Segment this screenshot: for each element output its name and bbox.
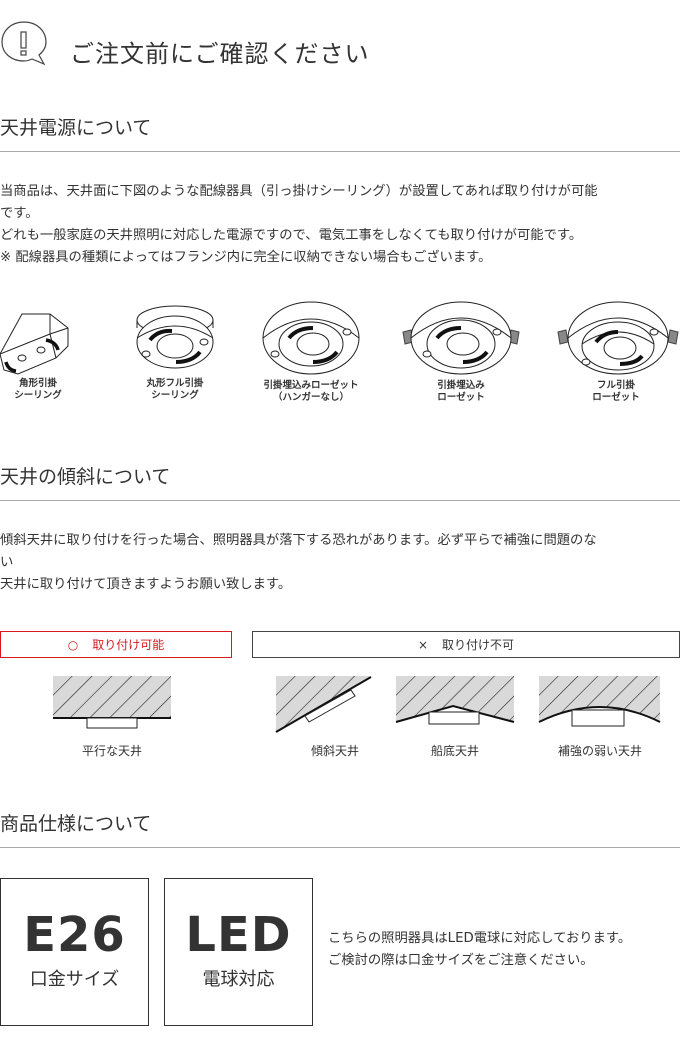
installable-label: 取り付け可能 <box>92 638 165 652</box>
full-hook-rosette-icon <box>557 301 679 375</box>
spec-value: E26 <box>23 907 126 963</box>
embedded-rosette-icon <box>402 301 520 375</box>
fixture-embedded-rosette-no-hanger: 引掛埋込みローゼット （ハンガーなし） <box>251 298 371 404</box>
slope-description: 傾斜天井に取り付けを行った場合、照明器具が落下する恐れがあります。必ず平らで補強… <box>0 530 680 596</box>
installable-badge: ○ 取り付け可能 <box>0 631 232 658</box>
power-description: 当商品は、天井面に下図のような配線器具（引っ掛けシーリング）が設置してあれば取り… <box>0 181 680 269</box>
flat-ceiling-icon <box>53 676 171 729</box>
ceiling-label: 平行な天井 <box>81 744 142 758</box>
fixture-label: 丸形フル引掛 シーリング <box>146 378 204 401</box>
paragraph-line: ※ 配線器具の種類によってはフランジ内に完全に収納できない場合もございます。 <box>0 250 492 265</box>
ceiling-label: 船底天井 <box>430 744 479 758</box>
paragraph-line: 当商品は、天井面に下図のような配線器具（引っ掛けシーリング）が設置してあれば取り… <box>0 184 598 199</box>
section-title-spec: 商品仕様について <box>0 813 152 835</box>
paragraph-line: です。 <box>0 206 39 221</box>
paragraph-line: どれも一般家庭の天井照明に対応した電源ですので、電気工事をしなくても取り付けが可… <box>0 228 583 243</box>
fixture-label: フル引掛 ローゼット <box>592 380 640 403</box>
section-divider <box>0 847 680 848</box>
spec-value: LED <box>185 907 292 963</box>
fixture-round-full-hook: 丸形フル引掛 シーリング <box>115 298 235 402</box>
not-installable-label: 取り付け不可 <box>442 638 515 652</box>
spec-label: 口金サイズ <box>29 969 120 990</box>
fixture-full-hook-rosette: フル引掛 ローゼット <box>556 298 679 404</box>
fixture-label: 引掛埋込みローゼット （ハンガーなし） <box>263 380 359 403</box>
spec-label: 電球対応 <box>202 969 275 990</box>
square-ceiling-hook-icon <box>0 313 69 375</box>
spec-note: こちらの照明器具はLED電球に対応しております。 ご検討の際は口金サイズをご注意… <box>328 928 631 972</box>
peaked-ceiling-icon <box>395 676 515 725</box>
circle-mark-icon: ○ <box>67 637 79 652</box>
weak-curved-ceiling-icon <box>538 676 661 727</box>
section-divider <box>0 500 680 501</box>
cross-mark-icon: × <box>417 637 429 652</box>
spec-box-led: LED 電球対応 <box>164 878 313 1026</box>
page-header: ご注文前にご確認ください <box>0 12 680 70</box>
paragraph-line: こちらの照明器具はLED電球に対応しております。 <box>328 931 632 946</box>
page-title: ご注文前にご確認ください <box>70 40 370 68</box>
fixture-label: 角形引掛 シーリング <box>14 378 62 401</box>
speech-bubble-exclamation-icon <box>1 21 47 66</box>
fixture-label: 引掛埋込み ローゼット <box>437 380 485 403</box>
spec-box-base-size: E26 口金サイズ <box>0 878 149 1026</box>
ceiling-label: 補強の弱い天井 <box>557 744 642 758</box>
paragraph-line: 天井に取り付けて頂きますようお願い致します。 <box>0 577 292 592</box>
fixture-square-hook: 角形引掛 シーリング <box>0 298 98 402</box>
section-title-power: 天井電源について <box>0 117 152 139</box>
ceiling-label: 傾斜天井 <box>310 744 359 758</box>
paragraph-line: ご検討の際は口金サイズをご注意ください。 <box>328 953 594 968</box>
embedded-rosette-no-hanger-icon <box>262 301 360 375</box>
section-title-slope: 天井の傾斜について <box>0 466 171 488</box>
paragraph-line: 傾斜天井に取り付けを行った場合、照明器具が落下する恐れがあります。必ず平らで補強… <box>0 533 597 548</box>
section-divider <box>0 151 680 152</box>
sloped-ceiling-icon <box>275 676 372 733</box>
fixture-embedded-rosette: 引掛埋込み ローゼット <box>401 298 521 404</box>
not-installable-badge: × 取り付け不可 <box>252 631 680 658</box>
paragraph-line: い <box>0 555 14 570</box>
round-full-ceiling-hook-icon <box>136 305 214 369</box>
